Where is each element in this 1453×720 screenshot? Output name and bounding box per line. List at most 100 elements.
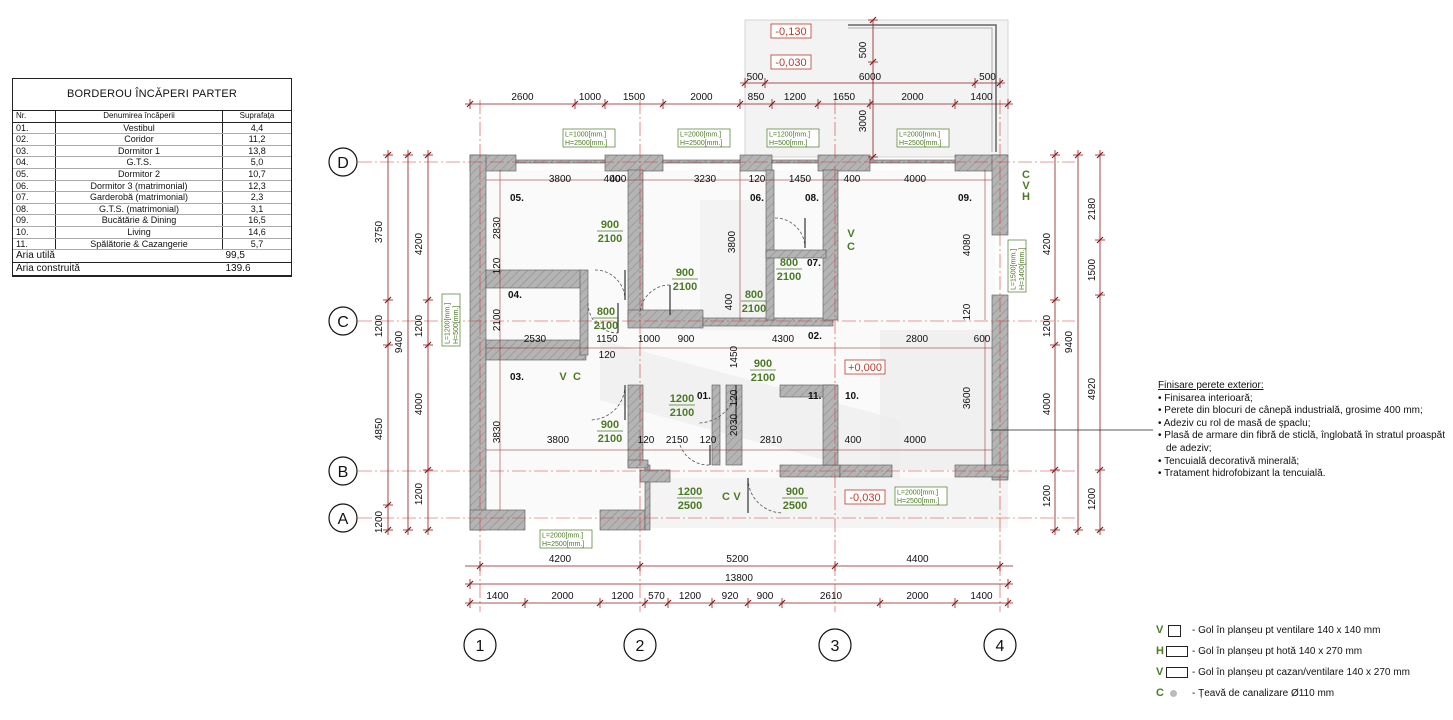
window-height: H=2500[mm.] <box>899 140 941 147</box>
door-height: 2100 <box>673 281 697 293</box>
dim-interior-value: 2800 <box>906 334 929 345</box>
boiler-hole-symbol <box>1166 667 1188 678</box>
dim-value: 3750 <box>374 220 385 243</box>
wall-segment <box>711 384 721 466</box>
window-tag-box <box>1007 239 1027 293</box>
dim-slash <box>869 58 877 66</box>
dim-interior-value: 1000 <box>638 334 661 345</box>
dim-interior-value: 2810 <box>760 435 783 446</box>
dim-value: 3000 <box>858 109 869 132</box>
window-width: L=1200[mm.] <box>769 132 810 139</box>
dim-slash <box>1096 151 1104 159</box>
dim-slash <box>1051 341 1059 349</box>
door-height: 2500 <box>678 500 702 512</box>
dim-value: 570 <box>648 591 665 602</box>
built-area-value: 139.6 <box>222 262 291 277</box>
window-width: L=1200[mm.] <box>445 303 452 344</box>
window-tag: L=2000[mm.]H=2500[mm.] <box>677 128 731 148</box>
dim-interior-value: 120 <box>962 303 973 320</box>
door-swing <box>587 302 619 334</box>
schedule-cell-nr: 10. <box>13 226 56 239</box>
dim-value: 1200 <box>374 510 385 533</box>
room-number: 09. <box>958 193 972 204</box>
dim-slash <box>1004 580 1012 588</box>
dim-value: 2600 <box>511 92 534 103</box>
notes-list: Finisarea interioară;Perete din blocuri … <box>1158 393 1450 481</box>
schedule-cell-nr: 06. <box>13 180 56 193</box>
axis-bubble-row <box>328 503 358 533</box>
dim-value: 1200 <box>374 314 385 337</box>
dim-interior-value: 400 <box>845 435 862 446</box>
dim-slash <box>664 599 672 607</box>
schedule-cell-area: 12,3 <box>222 180 291 193</box>
dim-interior-value: 3800 <box>549 174 572 185</box>
door-height: 2100 <box>751 372 775 384</box>
dim-interior-value: 120 <box>492 257 503 274</box>
wall-segment <box>515 159 606 164</box>
utility-mark: C <box>573 371 581 383</box>
window-tag-box <box>539 529 593 549</box>
dim-slash <box>424 151 432 159</box>
dim-interior-value: 120 <box>638 435 655 446</box>
dim-value: 1650 <box>833 92 856 103</box>
dim-interior-value: 2100 <box>492 308 503 331</box>
dim-value: 500 <box>979 72 996 83</box>
dim-slash <box>971 79 979 87</box>
level-value: -0,130 <box>775 26 806 38</box>
schedule-cell-nr: 02. <box>13 133 56 146</box>
dim-value: 1200 <box>414 314 425 337</box>
dim-value: 1400 <box>970 591 993 602</box>
note-item: Perete din blocuri de cânepă industrială… <box>1158 405 1450 418</box>
wall-segment <box>627 309 704 329</box>
legend-letter: C <box>1156 687 1164 699</box>
dim-slash <box>571 100 579 108</box>
exterior-wall-notes: Finisare perete exterior: Finisarea inte… <box>1158 380 1450 481</box>
dim-slash <box>404 526 412 534</box>
dim-slash <box>996 562 1004 570</box>
door-height: 2500 <box>783 500 807 512</box>
schedule-cell-name: G.T.S. <box>55 156 223 169</box>
door-width: 800 <box>745 289 763 301</box>
dim-value: 2000 <box>906 591 929 602</box>
dim-slash <box>1096 236 1104 244</box>
dim-slash <box>741 79 749 87</box>
window-height: H=2500[mm.] <box>680 140 722 147</box>
wall-segment <box>604 154 664 172</box>
schedule-cell-name: G.T.S. (matrimonial) <box>55 203 223 216</box>
dim-slash <box>814 100 822 108</box>
room-number: 02. <box>808 331 822 342</box>
dim-slash <box>1051 296 1059 304</box>
window-width: L=2000[mm.] <box>680 132 721 139</box>
room-number: 11. <box>808 391 822 402</box>
window-tag-box <box>894 486 948 506</box>
dim-slash <box>466 599 474 607</box>
level-value: +0,000 <box>848 362 882 374</box>
window-tag: L=2000[mm.]H=2500[mm.] <box>896 128 950 148</box>
schedule-cell-nr: 07. <box>13 191 56 204</box>
axis-bubble-col <box>463 628 497 662</box>
useful-area-row: Aria utilă 99,5 <box>13 249 291 264</box>
dim-interior-value: 3230 <box>694 174 717 185</box>
dim-slash <box>466 100 474 108</box>
walls <box>469 154 1009 531</box>
schedule-cell-area: 3,1 <box>222 203 291 216</box>
door-swing <box>639 284 671 316</box>
dim-slash <box>996 79 1004 87</box>
dim-value: 1500 <box>623 92 646 103</box>
window-height: H=1400[mm.] <box>1019 248 1026 290</box>
dim-value: 4200 <box>549 554 572 565</box>
dim-interior-value: 1450 <box>789 174 812 185</box>
window-height: H=2500[mm.] <box>565 140 607 147</box>
dimension-lines <box>383 16 1105 608</box>
schedule-cell-area: 2,3 <box>222 191 291 204</box>
dim-interior-value: 4000 <box>904 435 927 446</box>
dim-value: 1400 <box>970 92 993 103</box>
axis-grid-lines <box>358 100 1075 612</box>
dim-slash <box>736 100 744 108</box>
window-height: H=2500[mm.] <box>542 541 584 548</box>
dim-value: 5200 <box>726 554 749 565</box>
door-height: 2100 <box>598 233 622 245</box>
